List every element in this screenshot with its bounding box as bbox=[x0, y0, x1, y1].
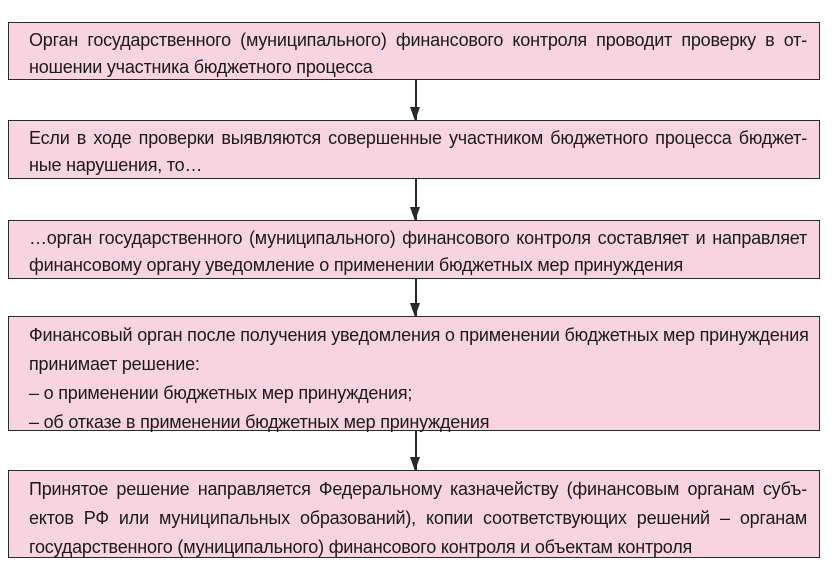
step-4-line: принимает решение: bbox=[29, 354, 200, 374]
step-4-line: Финансовый орган после получения уведомл… bbox=[29, 325, 809, 345]
step-3-line: …орган государственного (муниципального)… bbox=[29, 228, 807, 248]
step-2-line: Если в ходе проверки выявляются совершен… bbox=[29, 128, 807, 148]
step-1-box: Орган государственного (муниципального) … bbox=[8, 22, 820, 80]
step-2-line: ные нарушения, то… bbox=[29, 155, 203, 175]
step-5-line: ектов РФ или муниципальных образований),… bbox=[29, 508, 807, 528]
step-5-line: Принятое решение направляется Федерально… bbox=[29, 479, 807, 499]
step-4-option: – об отказе в применении бюджетных мер п… bbox=[29, 412, 490, 432]
step-3-box: …орган государственного (муниципального)… bbox=[8, 220, 820, 279]
arrow-down-icon bbox=[411, 179, 419, 221]
step-5-box: Принятое решение направляется Федерально… bbox=[8, 470, 820, 558]
step-3-line: финансовому органу уведомление о примене… bbox=[29, 255, 684, 275]
arrow-down-icon bbox=[411, 431, 419, 471]
step-2-box: Если в ходе проверки выявляются совершен… bbox=[8, 120, 820, 179]
arrow-down-icon bbox=[411, 80, 419, 121]
step-4-option: – о применении бюджетных мер принуждения… bbox=[29, 383, 413, 403]
arrow-down-icon bbox=[411, 279, 419, 317]
step-4-box: Финансовый орган после получения уведомл… bbox=[8, 316, 820, 432]
step-5-line: государственного (муниципального) финанс… bbox=[29, 537, 693, 557]
step-1-line: Орган государственного (муниципального) … bbox=[29, 30, 807, 50]
step-1-line: ношении участника бюджетного процесса bbox=[29, 57, 373, 77]
